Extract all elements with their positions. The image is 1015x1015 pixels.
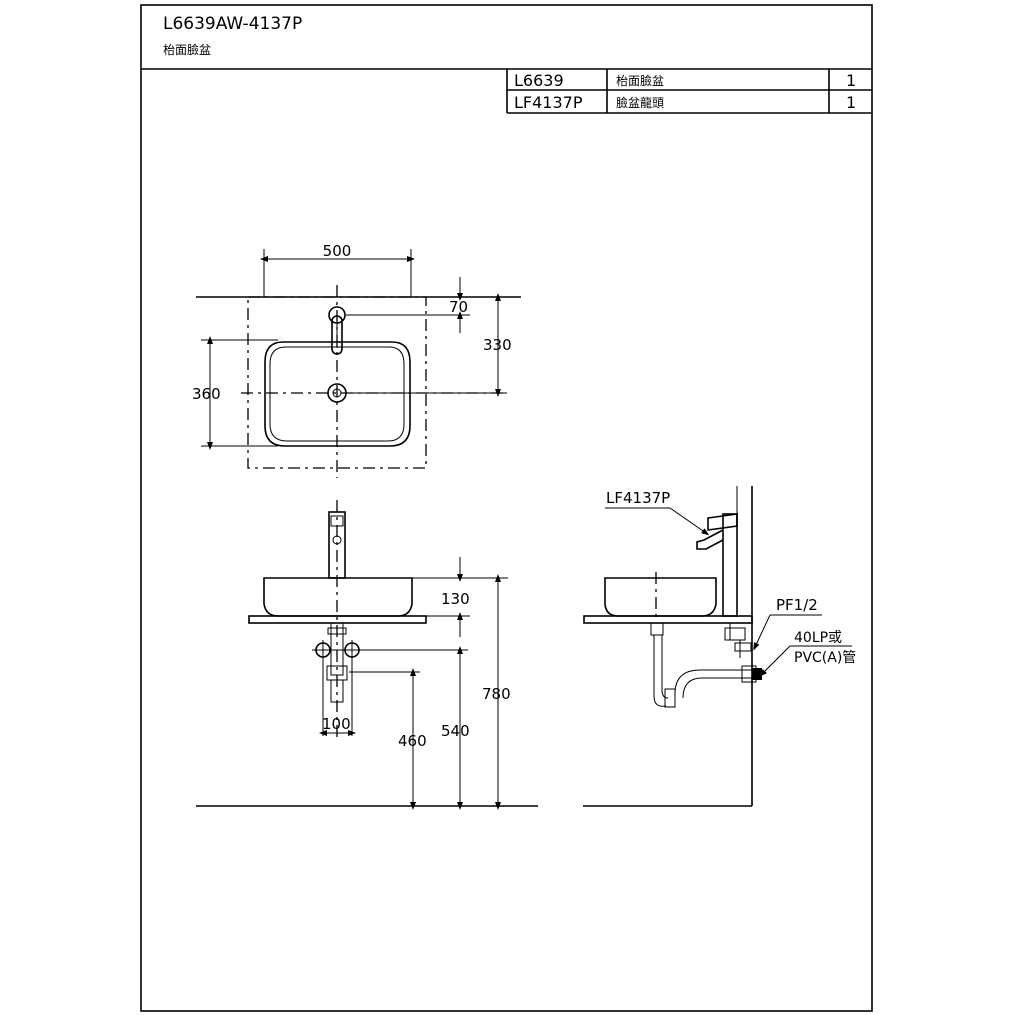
label-drain-2: PVC(A)管: [794, 650, 856, 666]
dim-basin-height: 130: [441, 590, 470, 608]
label-drain-1: 40LP或: [794, 630, 842, 646]
side-view: LF4137P PF1/2 40LP或 PVC(A)管: [583, 486, 856, 807]
product-subtitle: 枱面臉盆: [163, 42, 211, 57]
plan-view: 500 360 70 330: [192, 242, 521, 478]
dim-width: 500: [323, 242, 352, 260]
part-code-1: L6639: [514, 71, 564, 90]
dim-drain-height: 540: [441, 722, 470, 740]
dim-drain-offset: 330: [483, 336, 512, 354]
dim-depth: 360: [192, 385, 221, 403]
dim-supply-spacing: 100: [322, 715, 351, 733]
model-number: L6639AW-4137P: [163, 14, 302, 34]
part-qty-1: 1: [846, 71, 856, 90]
dim-counter-height: 780: [482, 685, 511, 703]
label-faucet: LF4137P: [606, 489, 670, 507]
part-name-2: 臉盆龍頭: [616, 95, 664, 110]
part-name-1: 枱面臉盆: [616, 73, 664, 88]
dim-tap-offset: 70: [449, 298, 468, 316]
front-view: 100 130 540 460 780: [196, 500, 538, 810]
parts-table: L6639 枱面臉盆 1 LF4137P 臉盆龍頭 1: [506, 69, 872, 114]
drawing-frame: [140, 4, 873, 1012]
dim-supply-height: 460: [398, 732, 427, 750]
label-inlet: PF1/2: [776, 596, 818, 614]
part-code-2: LF4137P: [514, 93, 583, 112]
part-qty-2: 1: [846, 93, 856, 112]
